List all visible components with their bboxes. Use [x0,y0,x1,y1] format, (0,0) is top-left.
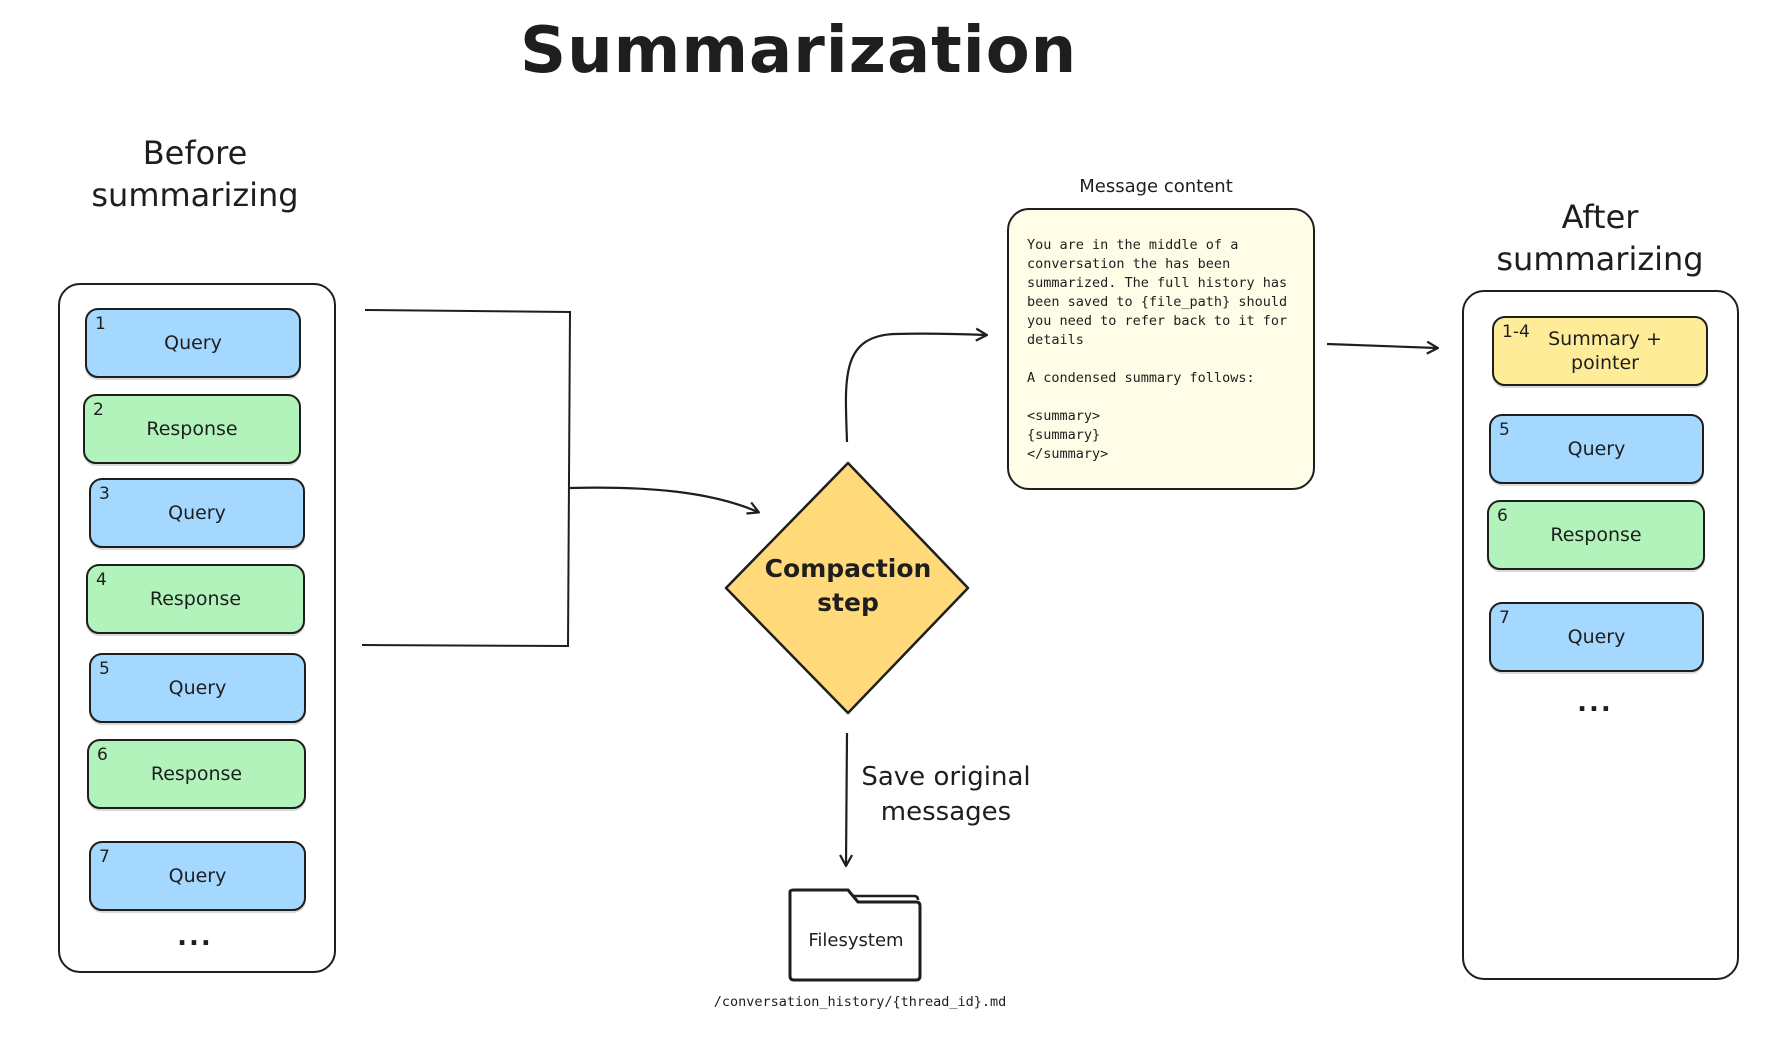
after-ellipsis: ... [1577,688,1613,718]
arrow-to-message [844,327,989,443]
card-number: 1-4 [1502,322,1530,342]
card-number: 5 [99,659,110,679]
before-card-3: 3 Query [89,478,305,548]
message-content-label: Message content [1079,176,1233,197]
bracket-connector [361,309,572,648]
card-number: 6 [1497,506,1508,526]
card-label: Response [149,588,242,610]
page-title: Summarization [520,14,1078,88]
filesystem-label: Filesystem [808,930,904,951]
card-number: 3 [99,484,110,504]
card-label: Query [1567,626,1626,648]
compaction-diamond [724,461,970,715]
after-card-summary: 1-4 Summary + pointer [1492,316,1708,386]
summary-close-tag: </summary> [1027,446,1109,462]
folder-icon [788,888,922,982]
summary-open-tag: <summary> [1027,408,1101,424]
before-card-2: 2 Response [83,394,301,464]
before-heading: Before summarizing [91,134,299,214]
card-label: Query [168,677,227,699]
card-number: 7 [99,847,110,867]
card-number: 7 [1499,608,1510,628]
message-paragraph: A condensed summary follows: [1027,370,1255,386]
after-card-5: 5 Query [1489,414,1704,484]
card-label: Query [1567,438,1626,460]
arrow-to-after [1326,340,1440,355]
compaction-label: Compaction step [764,554,932,617]
after-card-6: 6 Response [1487,500,1705,570]
message-content-box: You are in the middle of a conversation … [1007,208,1315,490]
card-number: 5 [1499,420,1510,440]
card-label: Query [168,865,227,887]
before-card-7: 7 Query [89,841,306,911]
card-label: Response [150,763,243,785]
before-card-1: 1 Query [85,308,301,378]
card-label: Query [168,502,226,524]
after-heading: After summarizing [1496,198,1704,278]
after-card-7: 7 Query [1489,602,1704,672]
card-label: Response [146,418,238,440]
card-number: 2 [93,400,104,420]
summary-placeholder: {summary} [1027,427,1101,443]
before-card-4: 4 Response [86,564,305,634]
before-card-5: 5 Query [89,653,306,723]
card-label: Response [1550,524,1642,546]
save-original-label: Save original messages [861,762,1031,827]
arrow-to-compaction [569,486,761,515]
card-number: 4 [96,570,107,590]
card-number: 6 [97,745,108,765]
card-label: Summary + pointer [1548,328,1662,374]
filesystem-path: /conversation_history/{thread_id}.md [713,994,1007,1010]
card-label: Query [164,332,222,354]
before-card-6: 6 Response [87,739,306,809]
arrow-to-filesystem [839,732,854,868]
before-ellipsis: ... [177,922,213,952]
card-number: 1 [95,314,106,334]
message-paragraph: You are in the middle of a conversation … [1027,237,1288,348]
